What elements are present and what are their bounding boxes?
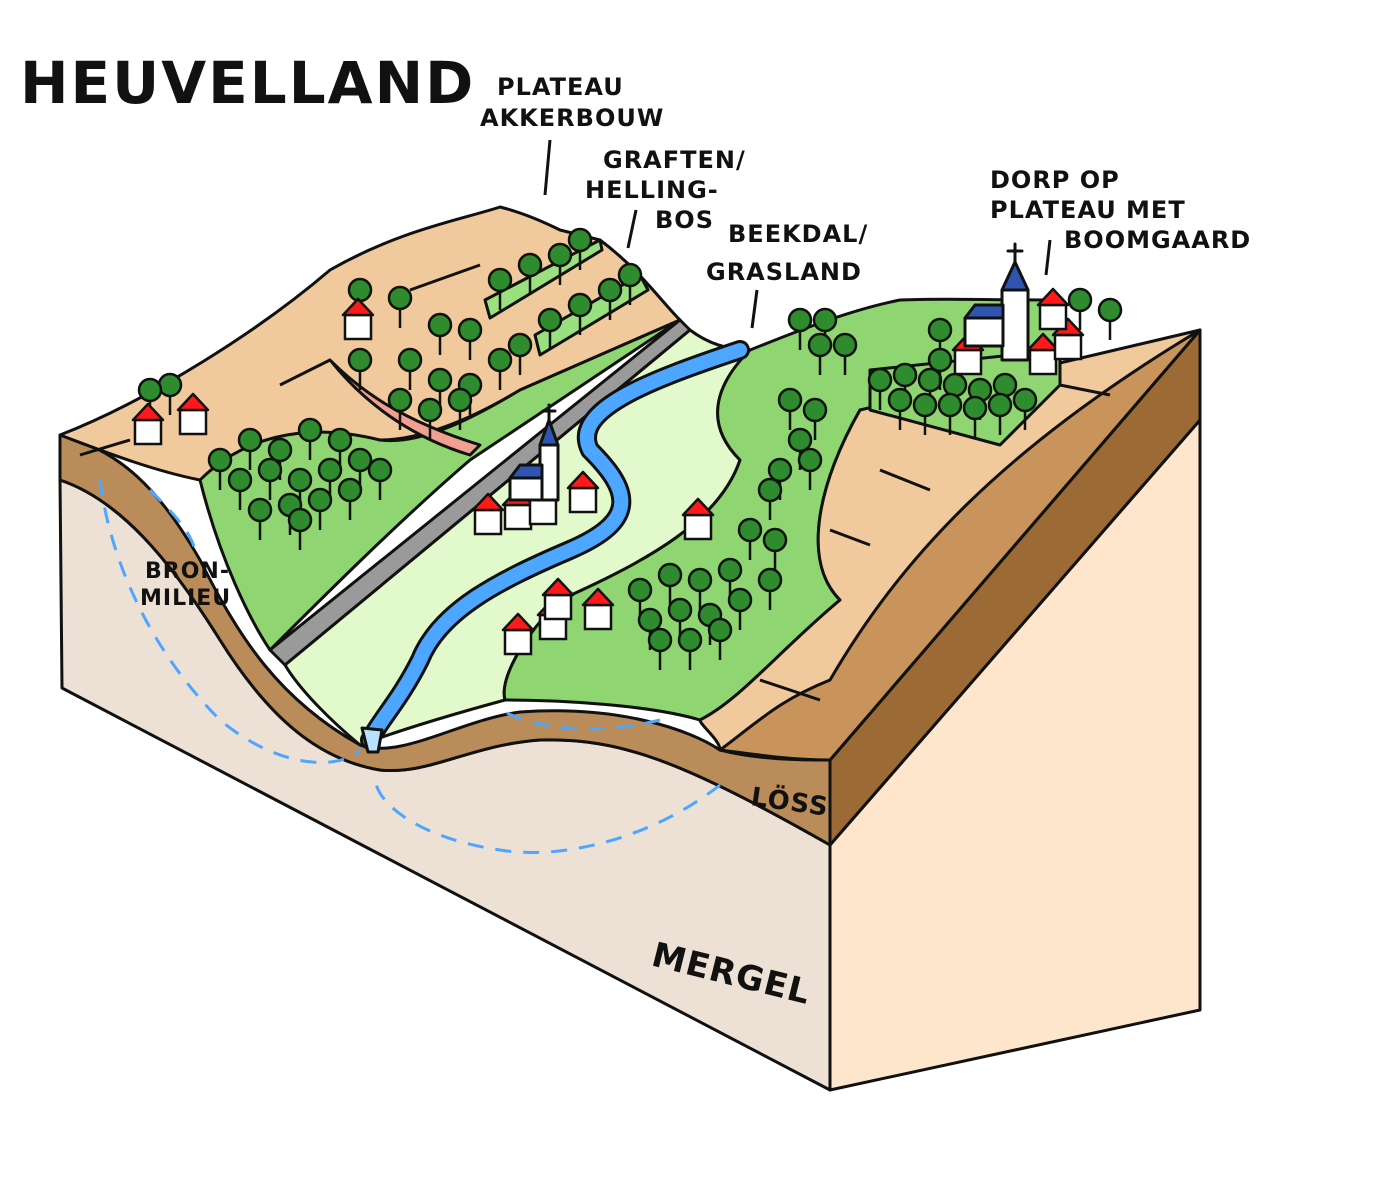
svg-text:MILIEU: MILIEU — [140, 586, 231, 611]
tree-icon — [207, 447, 233, 490]
tree-icon — [1097, 297, 1123, 340]
tree-icon — [517, 252, 543, 295]
svg-text:PLATEAU MET: PLATEAU MET — [990, 196, 1186, 224]
tree-icon — [567, 227, 593, 270]
tree-icon — [937, 392, 963, 435]
house-icon — [581, 587, 615, 631]
tree-icon — [367, 457, 393, 500]
tree-icon — [287, 507, 313, 550]
tree-icon — [727, 587, 753, 630]
tree-icon — [757, 477, 783, 520]
tree-icon — [547, 242, 573, 285]
tree-icon — [757, 567, 783, 610]
tree-icon — [962, 395, 988, 438]
label-dorp-op-plateau: DORP OP PLATEAU MET BOOMGAARD — [990, 166, 1251, 254]
label-plateau-akkerbouw: PLATEAU AKKERBOUW — [480, 73, 664, 132]
tree-icon — [427, 312, 453, 355]
plateau-church — [963, 242, 1030, 362]
tree-icon — [397, 347, 423, 390]
right-slope-loss — [718, 328, 1202, 762]
sunken-lane — [328, 358, 482, 457]
tree-icon — [297, 417, 323, 460]
tree-icon — [337, 477, 363, 520]
svg-text:PLATEAU: PLATEAU — [497, 73, 624, 101]
tree-icon — [447, 387, 473, 430]
house-icon — [1026, 332, 1060, 376]
tree-icon — [802, 397, 828, 440]
house-icon — [176, 392, 210, 436]
tree-icon — [987, 392, 1013, 435]
tree-icon — [237, 427, 263, 470]
tree-icon — [507, 332, 533, 375]
tree-icon — [347, 347, 373, 390]
svg-text:GRAFTEN/: GRAFTEN/ — [603, 146, 746, 174]
house-icon — [501, 612, 535, 656]
house-icon — [541, 577, 575, 621]
svg-text:BRON-: BRON- — [145, 559, 230, 584]
tree-icon — [617, 262, 643, 305]
tree-icon — [912, 392, 938, 435]
groundwater-flow — [98, 479, 721, 854]
house-icon — [681, 497, 715, 541]
tree-icon — [487, 267, 513, 310]
svg-text:BOOMGAARD: BOOMGAARD — [1064, 226, 1251, 254]
tree-icon — [227, 467, 253, 510]
tree-icon — [487, 347, 513, 390]
tree-icon — [537, 307, 563, 350]
tree-icon — [387, 387, 413, 430]
tree-icon — [317, 457, 343, 500]
tree-icon — [762, 527, 788, 570]
tree-icon — [927, 347, 953, 390]
svg-text:HELLING-: HELLING- — [585, 176, 719, 204]
house-icon — [566, 470, 600, 514]
tree-icon — [807, 332, 833, 375]
field-furrows — [79, 263, 1111, 702]
tree-icon — [427, 367, 453, 410]
tree-icon — [287, 467, 313, 510]
house-icon — [1051, 317, 1085, 361]
tree-icon — [787, 307, 813, 350]
leader-lines — [543, 139, 1052, 329]
tree-icon — [1067, 287, 1093, 330]
tree-icon — [387, 285, 413, 328]
tree-icon — [887, 387, 913, 430]
tree-icon — [647, 627, 673, 670]
river-water — [363, 343, 747, 747]
house-icon — [341, 297, 375, 341]
tree-icon — [707, 617, 733, 660]
svg-text:AKKERBOUW: AKKERBOUW — [480, 104, 664, 132]
spring — [360, 726, 384, 754]
svg-text:BEEKDAL/: BEEKDAL/ — [728, 220, 868, 248]
house-icon — [131, 402, 165, 446]
tree-icon — [257, 457, 283, 500]
label-graften-hellingbos: GRAFTEN/ HELLING- BOS — [585, 146, 746, 234]
tree-icon — [657, 562, 683, 605]
house-icon — [471, 492, 505, 536]
tree-icon — [832, 332, 858, 375]
svg-text:GRASLAND: GRASLAND — [706, 258, 862, 286]
tree-icon — [867, 367, 893, 410]
tree-icon — [777, 387, 803, 430]
label-bronmilieu: BRON- MILIEU — [140, 559, 231, 611]
tree-icon — [687, 567, 713, 610]
svg-text:BOS: BOS — [655, 206, 714, 234]
tree-icon — [1012, 387, 1038, 430]
trees — [137, 227, 1123, 670]
svg-text:DORP OP: DORP OP — [990, 166, 1120, 194]
tree-icon — [797, 447, 823, 490]
tree-icon — [597, 277, 623, 320]
houses — [131, 287, 1085, 656]
tree-icon — [417, 397, 443, 440]
tree-icon — [567, 292, 593, 335]
diagram-title: HEUVELLAND — [20, 49, 475, 117]
valley-church — [508, 403, 560, 502]
house-icon — [1036, 287, 1070, 331]
tree-icon — [307, 487, 333, 530]
tree-icon — [677, 627, 703, 670]
label-beekdal-grasland: BEEKDAL/ GRASLAND — [706, 220, 868, 286]
tree-icon — [737, 517, 763, 560]
tree-icon — [457, 317, 483, 360]
tree-icon — [247, 497, 273, 540]
